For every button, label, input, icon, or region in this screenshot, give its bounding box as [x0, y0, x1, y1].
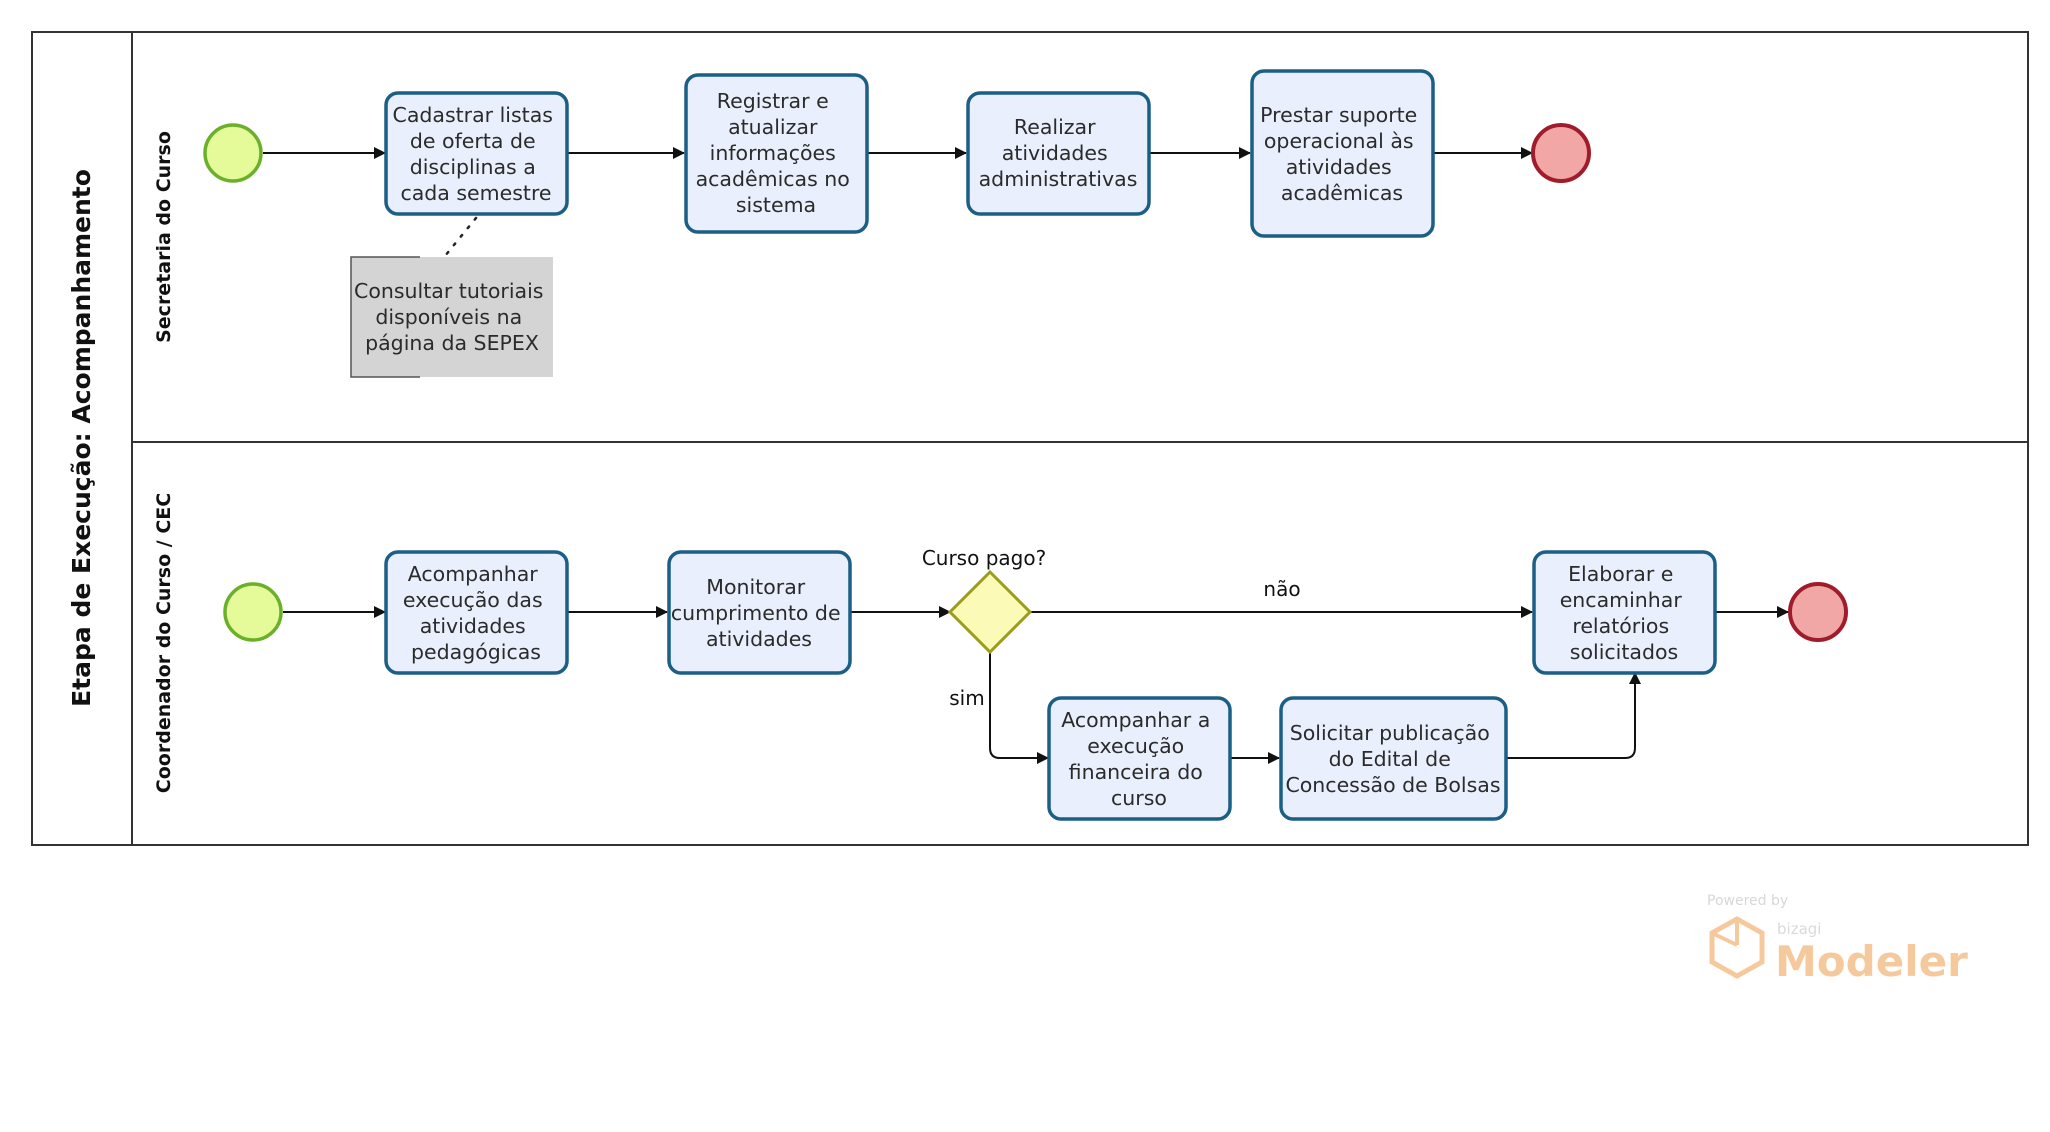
task-realizar-atividades[interactable]: Realizar atividades administrativas [966, 91, 1151, 216]
end-event-secretaria[interactable] [1531, 123, 1591, 183]
annotation-text: Consultar tutoriais disponíveis na págin… [354, 279, 550, 355]
task-solicitar-publicacao[interactable]: Solicitar publicação do Edital de Conces… [1279, 696, 1508, 821]
task-registrar-informacoes[interactable]: Registrar e atualizar informações acadêm… [684, 73, 869, 234]
task-text: Cadastrar listas de oferta de disciplina… [393, 103, 560, 205]
task-monitorar-cumprimento[interactable]: Monitorar cumprimento de atividades [667, 550, 852, 675]
watermark-product: Modeler [1775, 937, 1968, 986]
task-acompanhar-pedagogicas[interactable]: Acompanhar execução das atividades pedag… [384, 550, 569, 675]
flow-solicitar-elaborar [1506, 672, 1641, 759]
text-annotation[interactable]: Consultar tutoriais disponíveis na págin… [350, 256, 553, 378]
task-text: Prestar suporte operacional às atividade… [1260, 103, 1424, 205]
task-acompanhar-financeira[interactable]: Acompanhar a execução financeira do curs… [1047, 696, 1232, 821]
lane-label-secretaria: Secretaria do Curso [153, 131, 175, 343]
watermark-powered-by: Powered by [1707, 893, 1788, 909]
bizagi-watermark: Powered by bizagi Modeler [1707, 893, 1968, 986]
flow-label-sim: sim [949, 686, 984, 710]
end-event-coordenador[interactable] [1788, 582, 1848, 642]
pool-title: Etapa de Execução: Acompanhamento [67, 169, 96, 707]
task-text: Monitorar cumprimento de atividades [671, 575, 847, 651]
gateway-label: Curso pago? [922, 546, 1046, 570]
task-cadastrar-listas[interactable]: Cadastrar listas de oferta de disciplina… [384, 91, 569, 216]
task-prestar-suporte[interactable]: Prestar suporte operacional às atividade… [1250, 69, 1435, 238]
start-event-coordenador[interactable] [223, 582, 283, 642]
flow-gateway-financeira [989, 652, 1049, 764]
task-text: Solicitar publicação do Edital de Conces… [1285, 721, 1500, 797]
task-text: Acompanhar execução das atividades pedag… [403, 562, 549, 664]
task-text: Realizar atividades administrativas [979, 115, 1138, 191]
task-text: Elaborar e encaminhar relatórios solicit… [1560, 562, 1689, 664]
task-text: Registrar e atualizar informações acadêm… [696, 89, 857, 217]
lane-label-coordenador: Coordenador do Curso / CEC [153, 493, 175, 793]
task-text: Acompanhar a execução financeira do curs… [1061, 708, 1217, 810]
start-event-secretaria[interactable] [203, 123, 263, 183]
gateway-curso-pago[interactable] [947, 569, 1033, 655]
watermark-brand: bizagi [1777, 920, 1821, 938]
task-elaborar-relatorios[interactable]: Elaborar e encaminhar relatórios solicit… [1532, 550, 1717, 675]
sequence-flows [263, 147, 1789, 764]
flow-label-nao: não [1263, 577, 1300, 601]
annotation-association [443, 216, 478, 258]
